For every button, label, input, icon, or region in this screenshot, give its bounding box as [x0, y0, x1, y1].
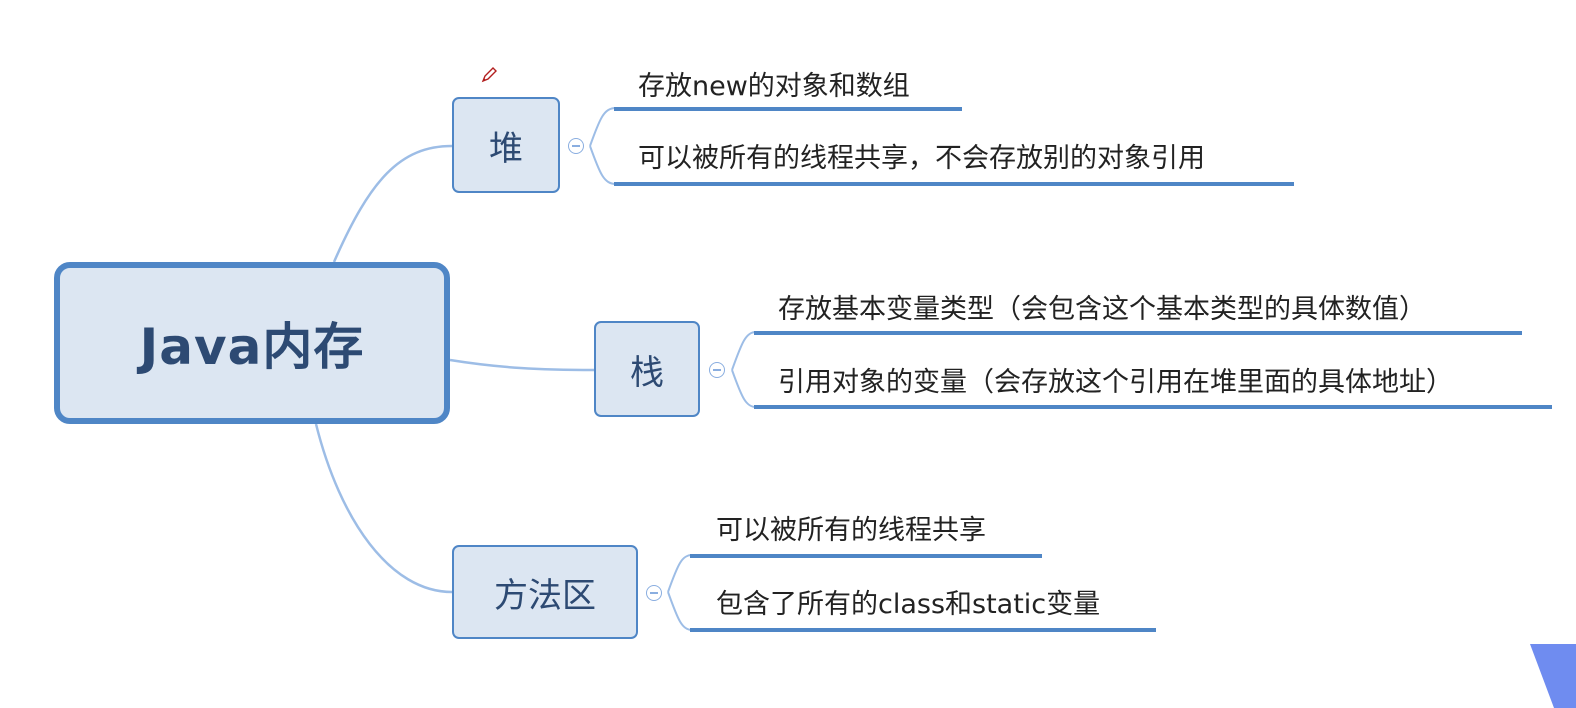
- branch-heap-label: 堆: [489, 128, 523, 169]
- leaf-stack-2[interactable]: 引用对象的变量（会存放这个引用在堆里面的具体地址）: [778, 367, 1453, 398]
- connector-stack-leaf-1: [731, 331, 757, 371]
- branch-heap[interactable]: 堆: [452, 97, 560, 193]
- corner-decoration: [1530, 644, 1576, 708]
- collapse-toggle-icon[interactable]: [646, 585, 662, 601]
- branch-method-area-label: 方法区: [494, 575, 596, 616]
- leaf-heap-1[interactable]: 存放new的对象和数组: [638, 71, 910, 102]
- connector-central-to-stack: [449, 358, 595, 372]
- leaf-method-area-2[interactable]: 包含了所有的class和static变量: [716, 589, 1101, 620]
- collapse-toggle-icon[interactable]: [709, 362, 725, 378]
- leaf-stack-1[interactable]: 存放基本变量类型（会包含这个基本类型的具体数值）: [778, 294, 1426, 325]
- branch-method-area[interactable]: 方法区: [452, 545, 638, 639]
- connector-central-to-heap: [332, 144, 453, 263]
- connector-method-area-leaf-2: [667, 591, 693, 631]
- connector-stack-leaf-2: [731, 369, 757, 408]
- connector-method-area-leaf-1: [667, 554, 693, 593]
- connector-central-to-method-area: [314, 423, 453, 594]
- collapse-toggle-icon[interactable]: [568, 138, 584, 154]
- central-topic[interactable]: Java内存: [54, 262, 450, 424]
- leaf-heap-2[interactable]: 可以被所有的线程共享，不会存放别的对象引用: [638, 143, 1205, 174]
- connector-heap-leaf-1: [589, 107, 617, 147]
- branch-stack[interactable]: 栈: [594, 321, 700, 417]
- central-topic-label: Java内存: [139, 318, 365, 376]
- leaf-method-area-1[interactable]: 可以被所有的线程共享: [716, 515, 986, 546]
- connector-heap-leaf-2: [589, 145, 617, 185]
- pen-icon: [481, 67, 497, 83]
- branch-stack-label: 栈: [630, 352, 664, 393]
